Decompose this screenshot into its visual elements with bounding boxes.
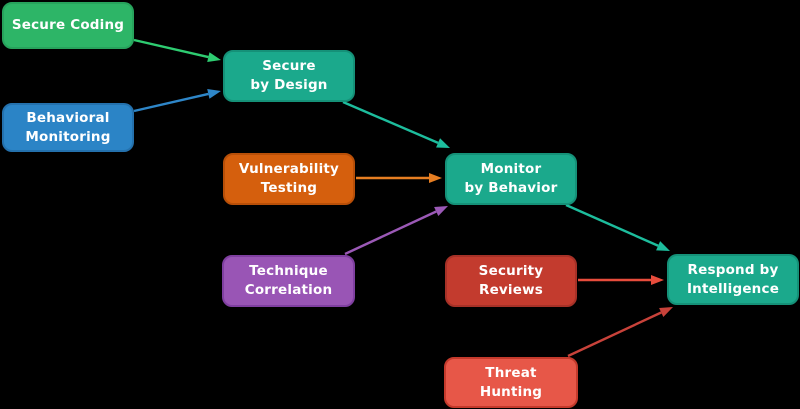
arrowhead-security-reviews-to-respond-by-intelligence xyxy=(651,275,664,285)
node-behavioral-monitoring: Behavioral Monitoring xyxy=(2,103,134,152)
node-vulnerability-testing: Vulnerability Testing xyxy=(223,153,355,205)
node-monitor-by-behavior-label: Monitor by Behavior xyxy=(464,161,558,196)
arrowhead-vulnerability-testing-to-monitor-by-behavior xyxy=(429,173,442,183)
node-respond-by-intelligence-label: Respond by Intelligence xyxy=(686,261,780,297)
node-secure-by-design: Secure by Design xyxy=(223,50,355,102)
node-vulnerability-testing-label: Vulnerability Testing xyxy=(238,161,340,196)
edge-secure-coding-to-secure-by-design xyxy=(133,38,209,59)
edge-behavioral-monitoring-to-secure-by-design xyxy=(133,92,209,113)
node-secure-coding: Secure Coding xyxy=(2,2,134,49)
node-security-reviews: Security Reviews xyxy=(445,255,577,307)
arrowhead-behavioral-monitoring-to-secure-by-design xyxy=(207,89,221,99)
node-technique-correlation-label: Technique Correlation xyxy=(244,263,333,298)
node-secure-by-design-label: Secure by Design xyxy=(250,58,328,93)
edge-threat-hunting-to-respond-by-intelligence xyxy=(567,311,662,358)
arrowhead-threat-hunting-to-respond-by-intelligence xyxy=(659,307,673,318)
node-security-reviews-label: Security Reviews xyxy=(478,263,544,298)
node-threat-hunting: Threat Hunting xyxy=(444,357,578,408)
arrowhead-technique-correlation-to-monitor-by-behavior xyxy=(434,206,448,217)
node-secure-coding-label: Secure Coding xyxy=(11,17,125,33)
node-respond-by-intelligence: Respond by Intelligence xyxy=(667,254,799,305)
edge-technique-correlation-to-monitor-by-behavior xyxy=(344,210,437,256)
node-monitor-by-behavior: Monitor by Behavior xyxy=(445,153,577,205)
node-threat-hunting-label: Threat Hunting xyxy=(479,364,543,400)
node-technique-correlation: Technique Correlation xyxy=(222,255,355,307)
edge-monitor-by-behavior-to-respond-by-intelligence xyxy=(565,203,659,247)
arrowhead-secure-by-design-to-monitor-by-behavior xyxy=(436,138,450,148)
edge-secure-by-design-to-monitor-by-behavior xyxy=(342,100,439,144)
arrowhead-secure-coding-to-secure-by-design xyxy=(207,52,221,62)
node-behavioral-monitoring-label: Behavioral Monitoring xyxy=(25,109,111,145)
arrowhead-monitor-by-behavior-to-respond-by-intelligence xyxy=(656,241,670,251)
